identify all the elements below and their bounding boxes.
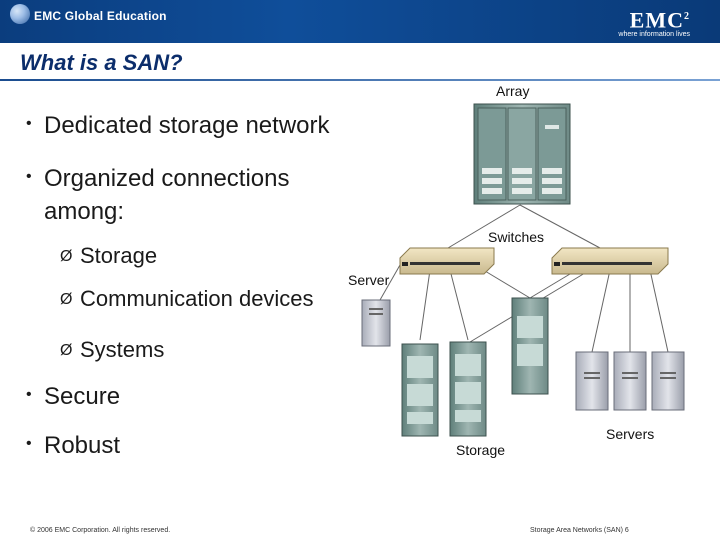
switches-label: Switches bbox=[488, 229, 545, 245]
bullet-3: •Secure bbox=[26, 383, 121, 410]
server-1 bbox=[575, 351, 609, 411]
storage-unit-1 bbox=[401, 343, 439, 437]
connection-lines bbox=[379, 204, 669, 353]
emc-logo-text: EMC bbox=[629, 7, 684, 33]
bullet-4: •Robust bbox=[26, 432, 121, 459]
title-divider bbox=[0, 79, 720, 81]
sub-bullet-2-text: Communication devices bbox=[80, 286, 314, 311]
storage-unit-3 bbox=[511, 297, 549, 395]
storage-array bbox=[473, 103, 571, 205]
footer-copyright: © 2006 EMC Corporation. All rights reser… bbox=[30, 527, 171, 534]
globe-icon bbox=[10, 4, 30, 24]
server bbox=[361, 299, 391, 347]
emc-tagline: where information lives bbox=[618, 31, 690, 39]
bullet-1: •Dedicated storage network bbox=[26, 112, 330, 139]
bullet-4-text: Robust bbox=[44, 432, 121, 459]
header-bar: EMC Global Education EMC2 where informat… bbox=[0, 0, 720, 43]
emc-logo: EMC2 where information lives bbox=[618, 6, 690, 39]
bullet-2: •Organized connections among: bbox=[26, 162, 356, 228]
emc-global-education-logo: EMC Global Education bbox=[34, 9, 167, 23]
footer-page: Storage Area Networks (SAN) 6 bbox=[530, 527, 629, 534]
storage-label: Storage bbox=[456, 442, 506, 458]
emc-logo-sup: 2 bbox=[684, 11, 690, 22]
server-label: Server bbox=[348, 272, 390, 288]
slide-title: What is a SAN? bbox=[20, 50, 183, 75]
sub-bullet-3-text: Systems bbox=[80, 337, 165, 362]
storage-unit-2 bbox=[449, 341, 487, 437]
fc-switch-left bbox=[399, 247, 495, 275]
server-2 bbox=[613, 351, 647, 411]
bullet-2-text: Organized connections among: bbox=[44, 165, 290, 225]
bullet-1-text: Dedicated storage network bbox=[44, 112, 330, 139]
server-3 bbox=[651, 351, 685, 411]
bullet-3-text: Secure bbox=[44, 383, 121, 410]
fc-switch-right bbox=[551, 247, 669, 275]
sub-bullet-1-text: Storage bbox=[80, 243, 158, 268]
array-label: Array bbox=[496, 83, 530, 99]
servers-label: Servers bbox=[606, 426, 655, 442]
